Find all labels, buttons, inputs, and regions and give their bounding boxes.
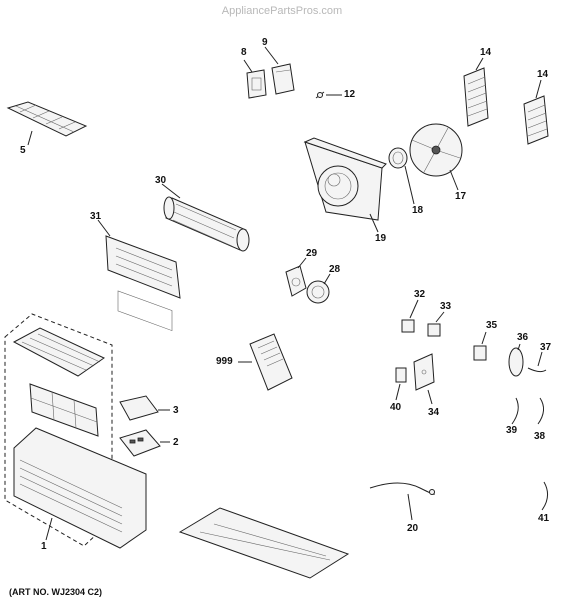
callout-5: 5 xyxy=(20,145,26,156)
part-28-blower-motor[interactable] xyxy=(306,273,331,304)
part-17-fan-blade[interactable] xyxy=(409,123,463,191)
callout-32: 32 xyxy=(414,289,426,300)
part-41-wire[interactable] xyxy=(541,481,548,511)
part-14-grille-right[interactable] xyxy=(523,79,549,145)
callout-41: 41 xyxy=(538,513,550,524)
callout-14b: 14 xyxy=(537,69,549,80)
part-5-filter-strip[interactable] xyxy=(6,101,88,146)
part-38-wire[interactable] xyxy=(537,397,544,425)
part-34-control-board[interactable] xyxy=(413,353,435,405)
part-12-screw[interactable] xyxy=(315,91,342,99)
base-pan[interactable] xyxy=(178,507,350,579)
front-grille-top[interactable] xyxy=(12,327,105,377)
callout-38: 38 xyxy=(534,431,546,442)
site-watermark: AppliancePartsPros.com xyxy=(221,5,343,17)
callout-37: 37 xyxy=(540,342,552,353)
part-30-blower-wheel[interactable] xyxy=(161,183,250,252)
callout-39: 39 xyxy=(506,425,518,436)
part-31-blower-housing[interactable] xyxy=(97,219,181,332)
part-40-terminal[interactable] xyxy=(395,367,407,401)
part-32-relay[interactable] xyxy=(401,299,419,333)
front-filter[interactable] xyxy=(29,383,99,437)
callout-28: 28 xyxy=(329,264,341,275)
callout-31: 31 xyxy=(90,211,102,222)
part-999-owners-manual[interactable] xyxy=(238,333,293,391)
part-18-fan-motor[interactable] xyxy=(388,147,415,205)
part-14-grille-left[interactable] xyxy=(463,57,489,127)
part-1-front-panel[interactable] xyxy=(13,427,147,549)
part-37-strap[interactable] xyxy=(527,351,547,373)
callout-19: 19 xyxy=(375,233,387,244)
callout-33: 33 xyxy=(440,301,452,312)
callout-3: 3 xyxy=(173,405,179,416)
callout-29: 29 xyxy=(306,248,318,259)
part-19-fan-shroud[interactable] xyxy=(303,137,387,233)
part-35-capacitor-bracket[interactable] xyxy=(473,331,487,361)
part-2-control-panel[interactable] xyxy=(119,429,170,457)
callout-36: 36 xyxy=(517,332,529,343)
callout-17: 17 xyxy=(455,191,467,202)
callout-20: 20 xyxy=(407,523,419,534)
callout-35: 35 xyxy=(486,320,498,331)
callout-2: 2 xyxy=(173,437,179,448)
part-36-capacitor[interactable] xyxy=(508,343,524,377)
callout-1: 1 xyxy=(41,541,47,552)
callout-8: 8 xyxy=(241,47,247,58)
callout-18: 18 xyxy=(412,205,424,216)
part-29-motor-bracket[interactable] xyxy=(285,257,307,297)
art-number: (ART NO. WJ2304 C2) xyxy=(9,587,103,597)
callout-9: 9 xyxy=(262,37,268,48)
callout-12: 12 xyxy=(344,89,356,100)
part-8-bracket[interactable] xyxy=(243,59,267,99)
part-3-access-door[interactable] xyxy=(119,395,170,421)
callout-34: 34 xyxy=(428,407,440,418)
part-9-bracket[interactable] xyxy=(264,46,295,95)
part-20-wire-harness[interactable] xyxy=(369,482,435,521)
part-39-wire[interactable] xyxy=(511,397,519,425)
callout-40: 40 xyxy=(390,402,402,413)
callout-30: 30 xyxy=(155,175,167,186)
callout-14a: 14 xyxy=(480,47,492,58)
part-33-relay[interactable] xyxy=(427,311,445,337)
callout-999: 999 xyxy=(216,356,233,367)
